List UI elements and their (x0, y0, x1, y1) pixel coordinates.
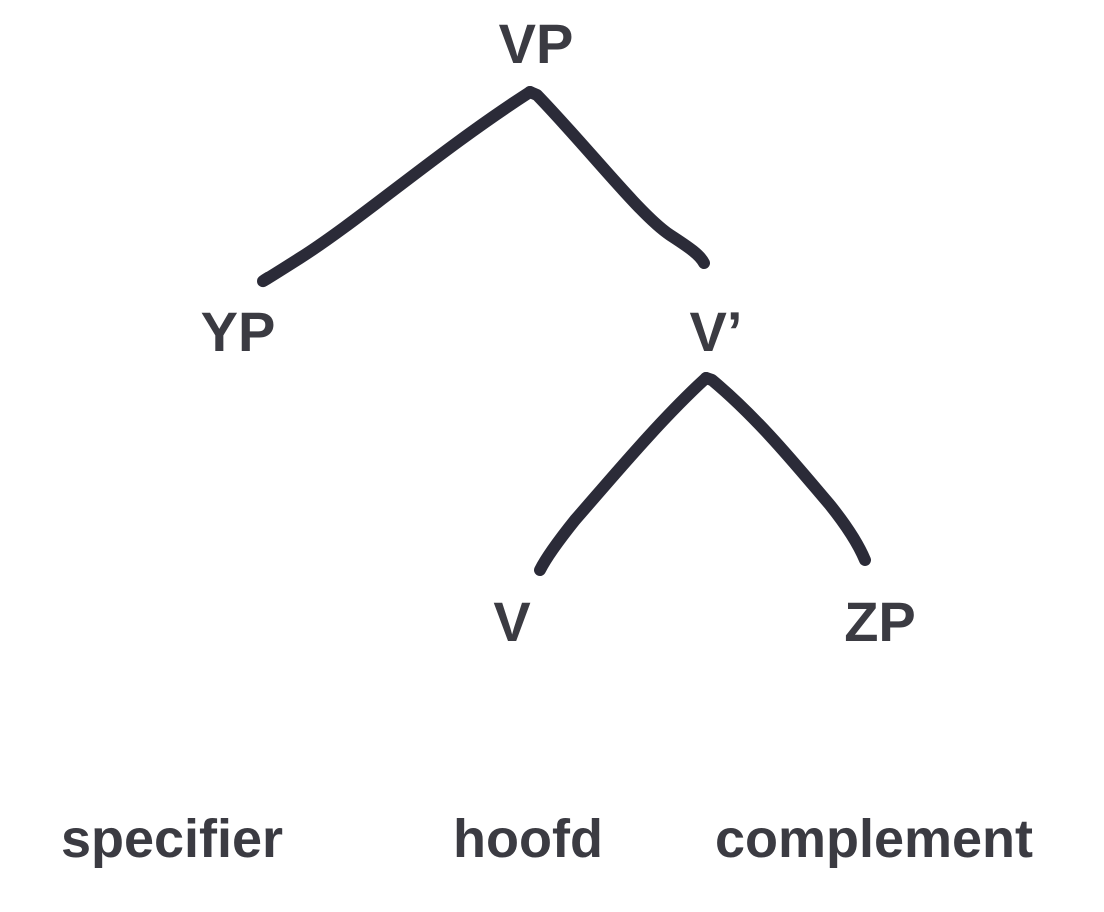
node-zp: ZP (844, 590, 916, 653)
node-vp: VP (498, 12, 574, 75)
node-v-bar: V’ (689, 300, 743, 363)
node-yp: YP (200, 300, 276, 363)
edge-vp-vbar (524, 86, 710, 269)
edge-vp-yp (257, 86, 536, 288)
label-complement: complement (714, 809, 1034, 869)
edge-vbar-v (534, 372, 712, 576)
edge-vbar-zp (700, 372, 871, 566)
node-v: V (493, 590, 531, 653)
label-head: hoofd (453, 809, 603, 869)
label-specifier: specifier (60, 809, 284, 869)
